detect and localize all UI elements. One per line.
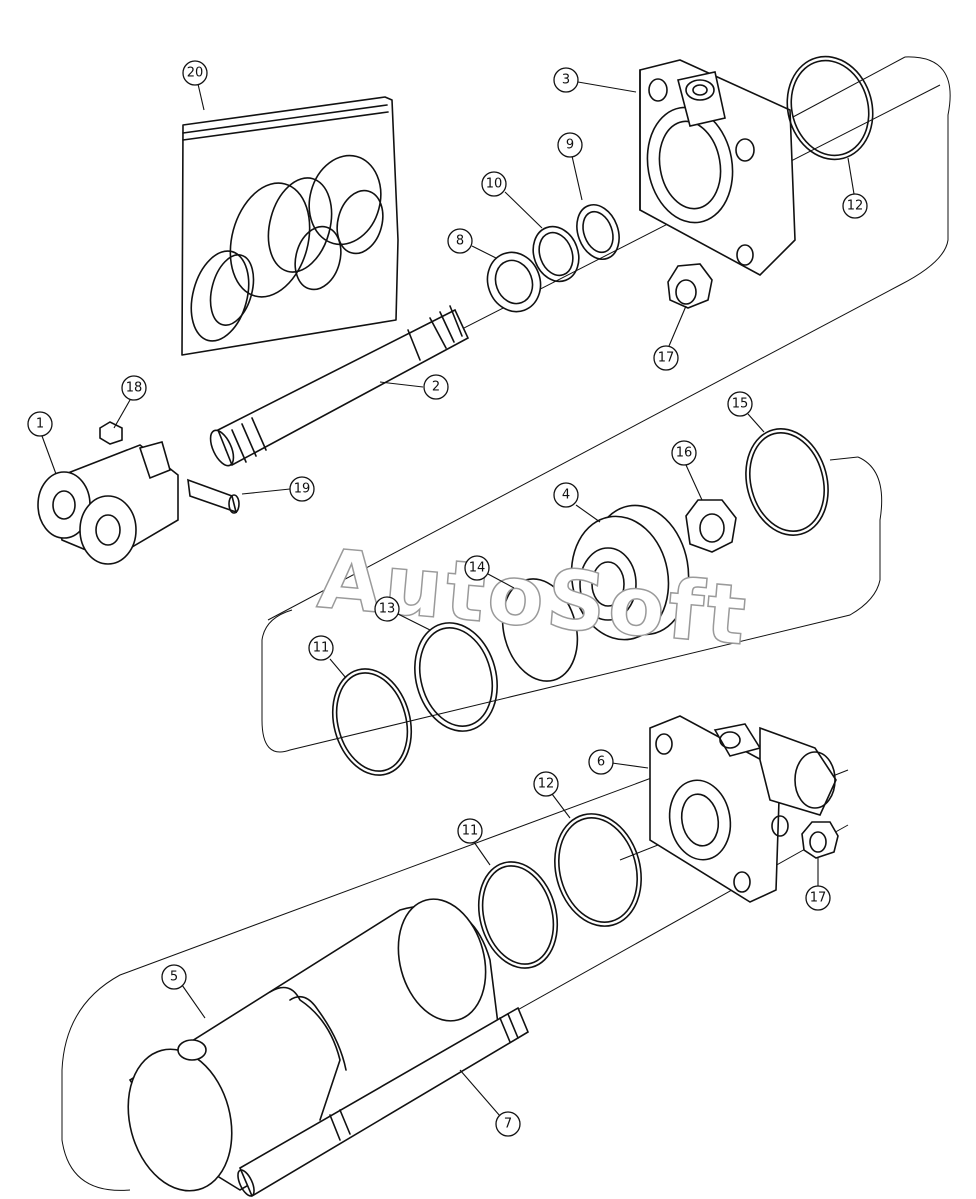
nut-17-upper [667, 263, 713, 309]
callout-2-label: 2 [432, 380, 440, 395]
callout-10-circle [481, 171, 507, 197]
callout-11-lower-circle [457, 818, 483, 844]
callout-1-label: 1 [36, 417, 44, 432]
callout-20-circle [182, 60, 208, 86]
piston-seal-rings [331, 578, 579, 776]
callout-16-circle [671, 440, 697, 466]
callout-6-label: 6 [597, 755, 605, 770]
callout-4-label: 4 [562, 488, 570, 503]
piston-rod [209, 305, 470, 467]
callout-2-circle [423, 374, 449, 400]
callout-10-label: 10 [486, 177, 503, 192]
tie-rod-7 [237, 1006, 530, 1198]
callout-12-lower-label: 12 [538, 777, 555, 792]
clevis-assembly [37, 421, 240, 565]
watermark-text: AutoSoft [314, 532, 752, 664]
callout-17-upper-label: 17 [658, 351, 675, 366]
callout-17-lower-circle [805, 885, 831, 911]
barrel-5 [127, 898, 501, 1192]
callout-11-middle-circle [308, 635, 334, 661]
callout-8-circle [447, 228, 473, 254]
callout-7-label: 7 [504, 1117, 512, 1132]
callout-20-label: 20 [187, 66, 204, 81]
callout-14-label: 14 [469, 561, 486, 576]
callout-5-circle [161, 964, 187, 990]
base-end-cap [649, 715, 837, 903]
callout-13-label: 13 [379, 602, 396, 617]
callout-4-circle [553, 482, 579, 508]
callout-12-upper-circle [842, 193, 868, 219]
callout-17-lower-label: 17 [810, 891, 827, 906]
callout-9-circle [557, 132, 583, 158]
callout-17-upper-circle [653, 345, 679, 371]
callout-11-middle-label: 11 [313, 641, 330, 656]
callout-14-circle [464, 555, 490, 581]
lower-rings [477, 813, 642, 969]
callout-8-label: 8 [456, 234, 464, 249]
callouts: 20 3 12 9 10 8 17 2 18 [27, 60, 868, 1137]
o-ring-15 [745, 428, 829, 536]
callout-18-circle [121, 375, 147, 401]
callout-7-circle [495, 1111, 521, 1137]
nut-17-lower [801, 821, 839, 859]
callout-3-circle [553, 67, 579, 93]
callout-12-lower-circle [533, 771, 559, 797]
callout-11-lower-label: 11 [462, 824, 479, 839]
piston-4 [570, 504, 690, 641]
callout-19-label: 19 [294, 482, 311, 497]
callout-15-circle [727, 391, 753, 417]
callout-3-label: 3 [562, 73, 570, 88]
callout-9-label: 9 [566, 138, 574, 153]
callout-16-label: 16 [676, 446, 693, 461]
rod-end-cap [639, 59, 796, 276]
callout-6-circle [588, 749, 614, 775]
callout-1-circle [27, 411, 53, 437]
rod-seal-rings [486, 204, 620, 313]
callout-19-circle [289, 476, 315, 502]
callout-5-label: 5 [170, 970, 178, 985]
o-ring-12-upper [786, 55, 874, 161]
seal-kit-bag [181, 96, 399, 356]
callout-18-label: 18 [126, 381, 143, 396]
callout-15-label: 15 [732, 397, 749, 412]
callout-13-circle [374, 596, 400, 622]
piston-nut-16 [685, 499, 737, 553]
callout-12-upper-label: 12 [847, 199, 864, 214]
